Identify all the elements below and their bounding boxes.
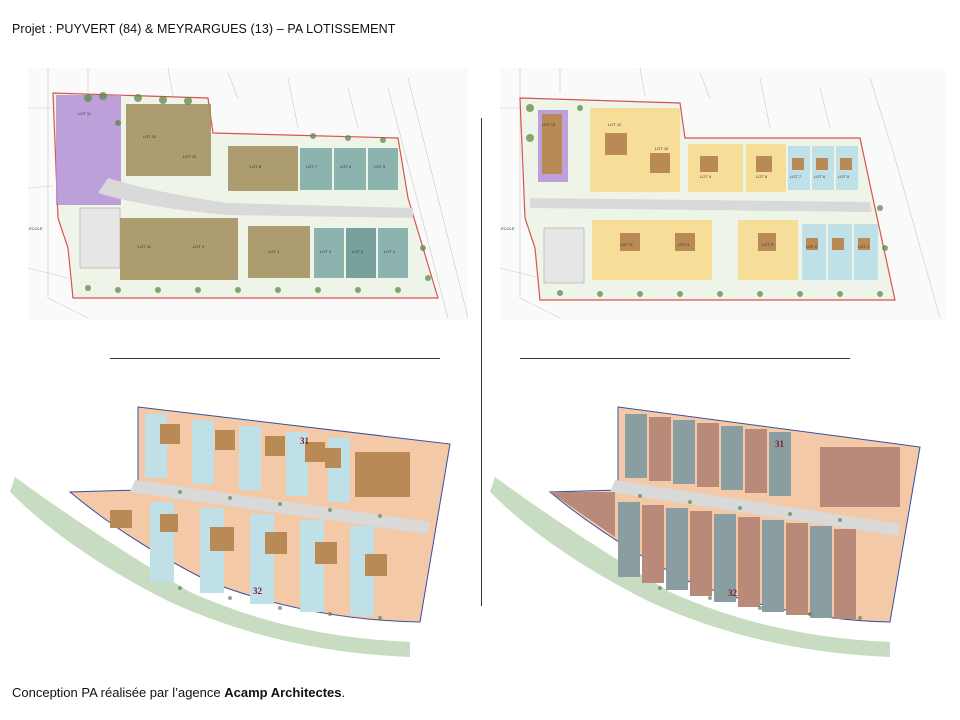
lots-top-blue [145,414,350,502]
trees [178,490,382,620]
lot-labels: LOT 11 LOT 12 LOT 10 LOT 8 LOT 7 LOT 6 L… [78,111,396,254]
site-plan-puyvert-v1: ECOLE LOT 11 LOT 12 LOT 10 LOT 8 LOT 7 L… [28,68,468,320]
svg-text:LOT 11: LOT 11 [138,244,152,249]
svg-text:LOT 3: LOT 3 [762,242,774,247]
svg-text:LOT 2: LOT 2 [352,249,364,254]
footer-credit: Conception PA réalisée par l’agence Acam… [12,685,345,700]
svg-text:LOT 4: LOT 4 [268,249,280,254]
lots-bottom-row [120,218,408,280]
school-label: ECOLE [501,226,515,231]
svg-text:LOT 3: LOT 3 [320,249,332,254]
horizontal-separator-left [110,358,440,359]
school-label: ECOLE [29,226,43,231]
agency-name: Acamp Architectes [224,685,342,700]
trees [638,494,862,620]
svg-text:LOT 10: LOT 10 [183,154,197,159]
svg-text:LOT 11: LOT 11 [78,111,92,116]
site-plan-meyrargues-v2: 31 32 [490,392,950,662]
building-footprints [110,424,410,576]
svg-text:LOT 2: LOT 2 [806,244,818,249]
site-plan-puyvert-v2: ECOLE LOT 13 LOT 12 LOT 10 LOT 9 [500,68,945,320]
svg-text:LOT 7: LOT 7 [306,164,318,169]
plan-top-right: ECOLE LOT 13 LOT 12 LOT 10 LOT 9 [500,68,945,320]
svg-text:LOT 5: LOT 5 [374,164,386,169]
footer-prefix: Conception PA réalisée par l’agence [12,685,225,700]
road [610,480,900,536]
site-plan-meyrargues-v1: 31 32 [10,392,470,662]
lots-bottom-row [592,220,878,280]
svg-text:LOT 1: LOT 1 [384,249,396,254]
school-zone [543,227,585,284]
lots-top-row [126,104,398,191]
lots-top-row [625,414,900,507]
parcel-number-32: 32 [728,588,738,598]
svg-text:LOT 6: LOT 6 [340,164,352,169]
svg-text:LOT 12: LOT 12 [143,134,157,139]
school-zone [79,207,121,269]
building-footprints [542,114,870,251]
svg-text:LOT 5: LOT 5 [838,174,850,179]
svg-text:LOT 1: LOT 1 [858,244,870,249]
plan-top-left: ECOLE LOT 11 LOT 12 LOT 10 LOT 8 LOT 7 L… [28,68,468,320]
horizontal-separator-right [520,358,850,359]
svg-text:LOT 11: LOT 11 [620,242,634,247]
svg-text:LOT 10: LOT 10 [655,146,669,151]
footer-suffix: . [341,685,346,700]
svg-text:LOT 12: LOT 12 [608,122,622,127]
lot-labels: LOT 13 LOT 12 LOT 10 LOT 9 LOT 8 LOT 7 L… [542,122,870,249]
trees [84,92,431,293]
road [98,178,413,218]
svg-text:LOT 7: LOT 7 [790,174,802,179]
svg-text:LOT 13: LOT 13 [542,122,556,127]
svg-text:LOT 9: LOT 9 [193,244,205,249]
trees [526,104,888,297]
plan-bottom-left: 31 32 [10,392,470,662]
svg-text:LOT 6: LOT 6 [814,174,826,179]
parcel-number-32: 32 [253,586,263,596]
plan-bottom-right: 31 32 [490,392,950,662]
svg-text:LOT 8: LOT 8 [250,164,262,169]
svg-text:LOT 4: LOT 4 [678,242,690,247]
lots-bottom-row [550,492,856,619]
svg-text:LOT 8: LOT 8 [756,174,768,179]
page-title: Projet : PUYVERT (84) & MEYRARGUES (13) … [12,22,396,36]
vertical-separator [481,118,482,606]
parcel-number-31: 31 [300,436,310,446]
svg-text:LOT 9: LOT 9 [700,174,712,179]
parcel-number-31: 31 [775,439,785,449]
road [130,480,430,534]
road [530,198,872,212]
